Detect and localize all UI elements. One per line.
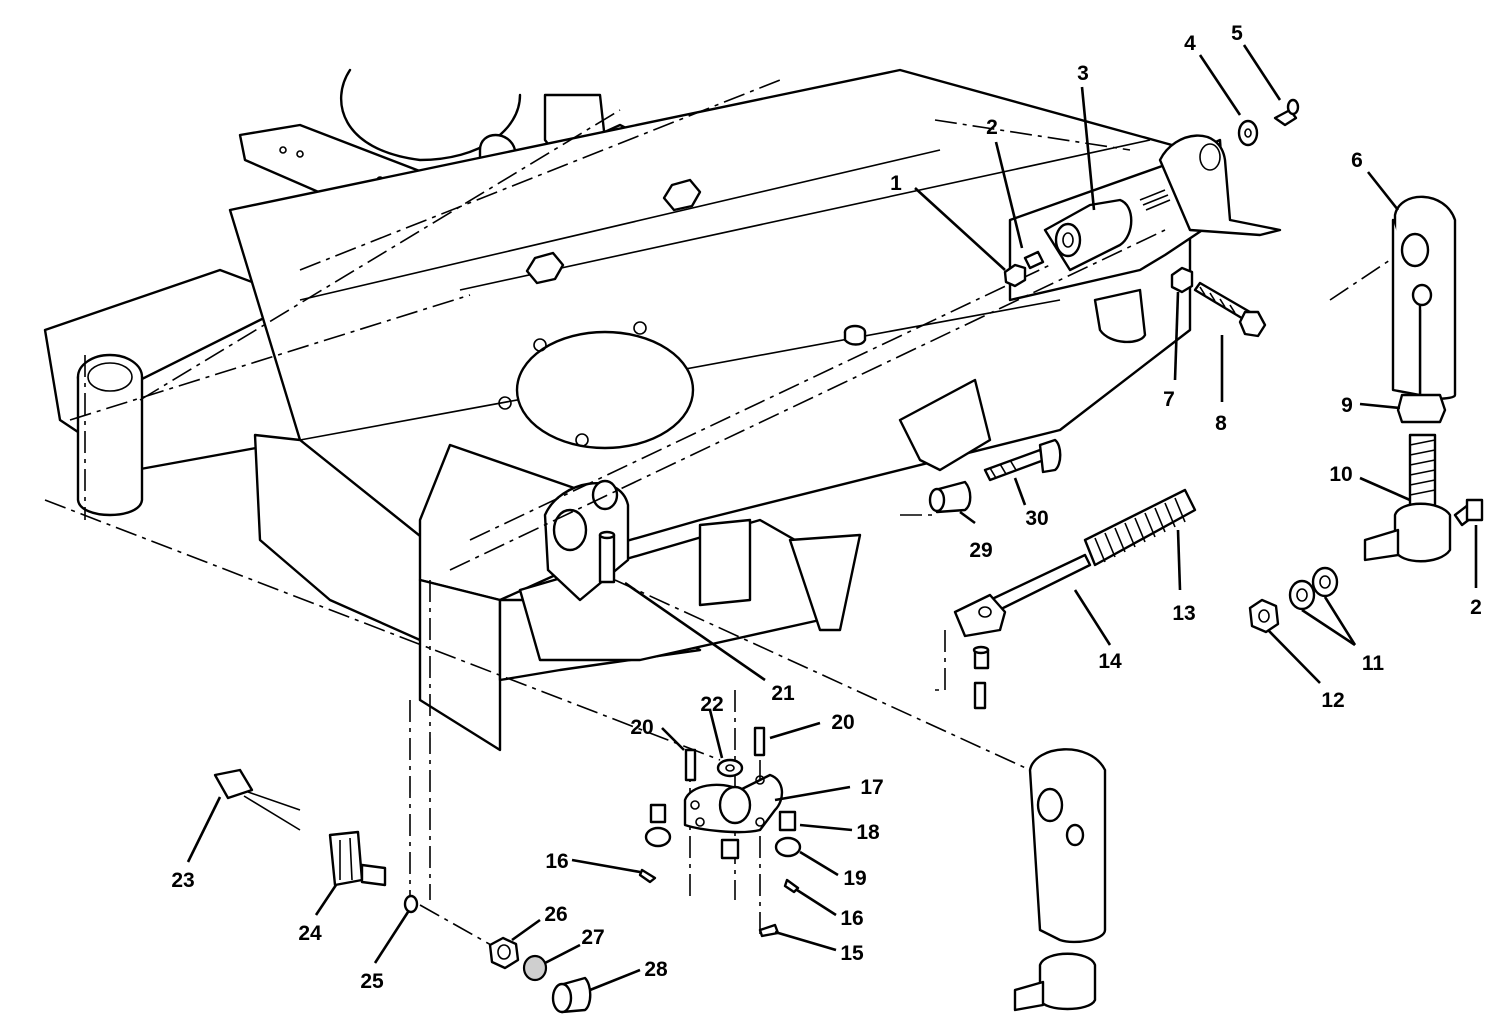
callout-3: 3 bbox=[1077, 62, 1089, 85]
callout-7: 7 bbox=[1163, 388, 1175, 411]
part-19-bushing bbox=[774, 836, 802, 858]
lower-rod-arm bbox=[1028, 748, 1107, 944]
part-24-switch bbox=[328, 830, 364, 887]
linkage-parts bbox=[598, 98, 1484, 1012]
part-7-nut bbox=[1170, 266, 1194, 294]
deck-nut-1 bbox=[662, 178, 702, 212]
callout-24: 24 bbox=[298, 922, 322, 945]
part-11-washer-b bbox=[1311, 566, 1339, 598]
callout-2: 2 bbox=[986, 116, 998, 139]
callout-11: 11 bbox=[1362, 652, 1385, 675]
part-22-washer bbox=[716, 758, 744, 778]
callout-13: 13 bbox=[1172, 602, 1195, 625]
callout-18: 18 bbox=[856, 821, 880, 844]
callout-27: 27 bbox=[581, 926, 604, 949]
part-9-jam-nut bbox=[1396, 393, 1447, 424]
callout-1: 1 bbox=[890, 172, 902, 195]
callout-12: 12 bbox=[1321, 689, 1344, 712]
part-2-grease-fitting bbox=[1023, 250, 1045, 270]
callout-9: 9 bbox=[1341, 394, 1353, 417]
part-20-pin-b bbox=[753, 726, 766, 757]
part-16-clip-b bbox=[783, 878, 800, 894]
deck-nut-2 bbox=[525, 251, 565, 285]
part-23-connector bbox=[213, 768, 254, 800]
callout-2-lower: 2 bbox=[1470, 596, 1482, 619]
part-27-knurled bbox=[522, 954, 548, 982]
callout-21: 21 bbox=[771, 682, 795, 705]
part-11-washer-a bbox=[1288, 579, 1316, 611]
part-15-cotter-pin bbox=[758, 923, 780, 938]
callout-14: 14 bbox=[1098, 650, 1122, 673]
part-26-nut bbox=[488, 936, 520, 970]
callout-10: 10 bbox=[1329, 463, 1352, 486]
callout-labels: 1 2 3 4 5 6 7 8 9 10 2 11 12 13 14 15 16… bbox=[171, 22, 1482, 993]
callout-23: 23 bbox=[171, 869, 194, 892]
callout-25: 25 bbox=[360, 970, 384, 993]
lower-hardware bbox=[213, 726, 802, 1014]
center-round-mount bbox=[515, 330, 695, 450]
callout-20-left: 20 bbox=[630, 716, 653, 739]
callout-30: 30 bbox=[1025, 507, 1048, 530]
part-1-nut bbox=[1003, 263, 1027, 288]
part-25-o-ring bbox=[403, 894, 419, 914]
callout-8: 8 bbox=[1215, 412, 1227, 435]
callout-16-left: 16 bbox=[545, 850, 568, 873]
right-mount-plate bbox=[1158, 134, 1282, 237]
part-12-nut bbox=[1248, 598, 1280, 634]
callout-17: 17 bbox=[860, 776, 883, 799]
part-2-fitting-lower bbox=[1465, 498, 1484, 522]
frame-assembly bbox=[43, 68, 1282, 752]
callout-22: 22 bbox=[700, 693, 723, 716]
callout-4: 4 bbox=[1184, 32, 1196, 55]
leader-lines bbox=[186, 44, 1478, 992]
callout-26: 26 bbox=[544, 903, 567, 926]
callout-15: 15 bbox=[840, 942, 864, 965]
callout-20-right: 20 bbox=[831, 711, 854, 734]
callout-5: 5 bbox=[1231, 22, 1243, 45]
callout-16-right: 16 bbox=[840, 907, 863, 930]
part-16-clip-a bbox=[638, 868, 657, 884]
part-21-pin bbox=[598, 533, 616, 584]
callout-29: 29 bbox=[969, 539, 992, 562]
part-14-spring-rod bbox=[988, 553, 1092, 614]
part-20-pin-a bbox=[684, 748, 697, 782]
part-4-washer bbox=[1237, 119, 1259, 147]
callout-6: 6 bbox=[1351, 149, 1363, 172]
callout-28: 28 bbox=[644, 958, 668, 981]
callout-19: 19 bbox=[843, 867, 866, 890]
part-18-bushing bbox=[778, 810, 797, 832]
upper-housing bbox=[340, 68, 522, 162]
